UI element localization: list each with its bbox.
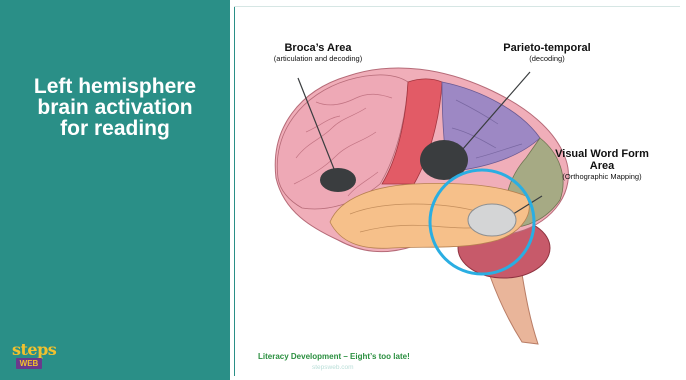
broca-pointer-line [297, 77, 337, 175]
slide-title: Left hemisphere brain activation for rea… [10, 76, 220, 139]
gyri-texture-parietal [451, 99, 523, 159]
footer-url: stepsweb.com [312, 364, 354, 371]
slide-title-line-2: brain activation [37, 96, 193, 119]
label-brocas-area-subtitle: (articulation and decoding) [273, 54, 363, 63]
vwfa-pointer-line [509, 195, 543, 217]
label-parieto-temporal-title: Parieto-temporal [503, 42, 591, 54]
parieto-pointer-line [461, 71, 531, 151]
label-parieto-temporal-subtitle: (decoding) [529, 54, 565, 63]
brain-stem [489, 273, 539, 345]
logo-web-text: WEB [16, 358, 42, 369]
parietal-lobe [441, 81, 541, 173]
broca-marker [320, 168, 356, 192]
parieto-marker [420, 140, 468, 180]
gyri-texture [293, 93, 393, 197]
title-panel: Left hemisphere brain activation for rea… [0, 0, 230, 380]
label-visual-word-form-area: Visual Word Form Area (Orthographic Mapp… [544, 148, 660, 181]
footer-title: Literacy Development – Eight’s too late! [258, 352, 410, 361]
label-brocas-area-title: Broca’s Area [284, 42, 352, 54]
vwfa-marker [467, 203, 517, 237]
label-vwfa-title-line-1: Visual Word Form [555, 148, 649, 160]
label-vwfa-title-line-2: Area [589, 160, 615, 172]
slide-title-line-1: Left hemisphere [33, 75, 197, 98]
label-vwfa-subtitle: (Orthographic Mapping) [562, 172, 642, 181]
label-parieto-temporal: Parieto-temporal (decoding) [487, 42, 607, 63]
label-brocas-area: Broca’s Area (articulation and decoding) [258, 42, 378, 63]
vwfa-highlight-circle [428, 168, 536, 276]
content-divider [234, 6, 235, 376]
logo-steps-text: steps [12, 340, 57, 359]
stepsweb-logo: steps WEB [12, 342, 57, 370]
content-frame-top [234, 6, 680, 7]
slide-title-line-3: for reading [60, 117, 170, 140]
brain-illustration [274, 67, 569, 345]
